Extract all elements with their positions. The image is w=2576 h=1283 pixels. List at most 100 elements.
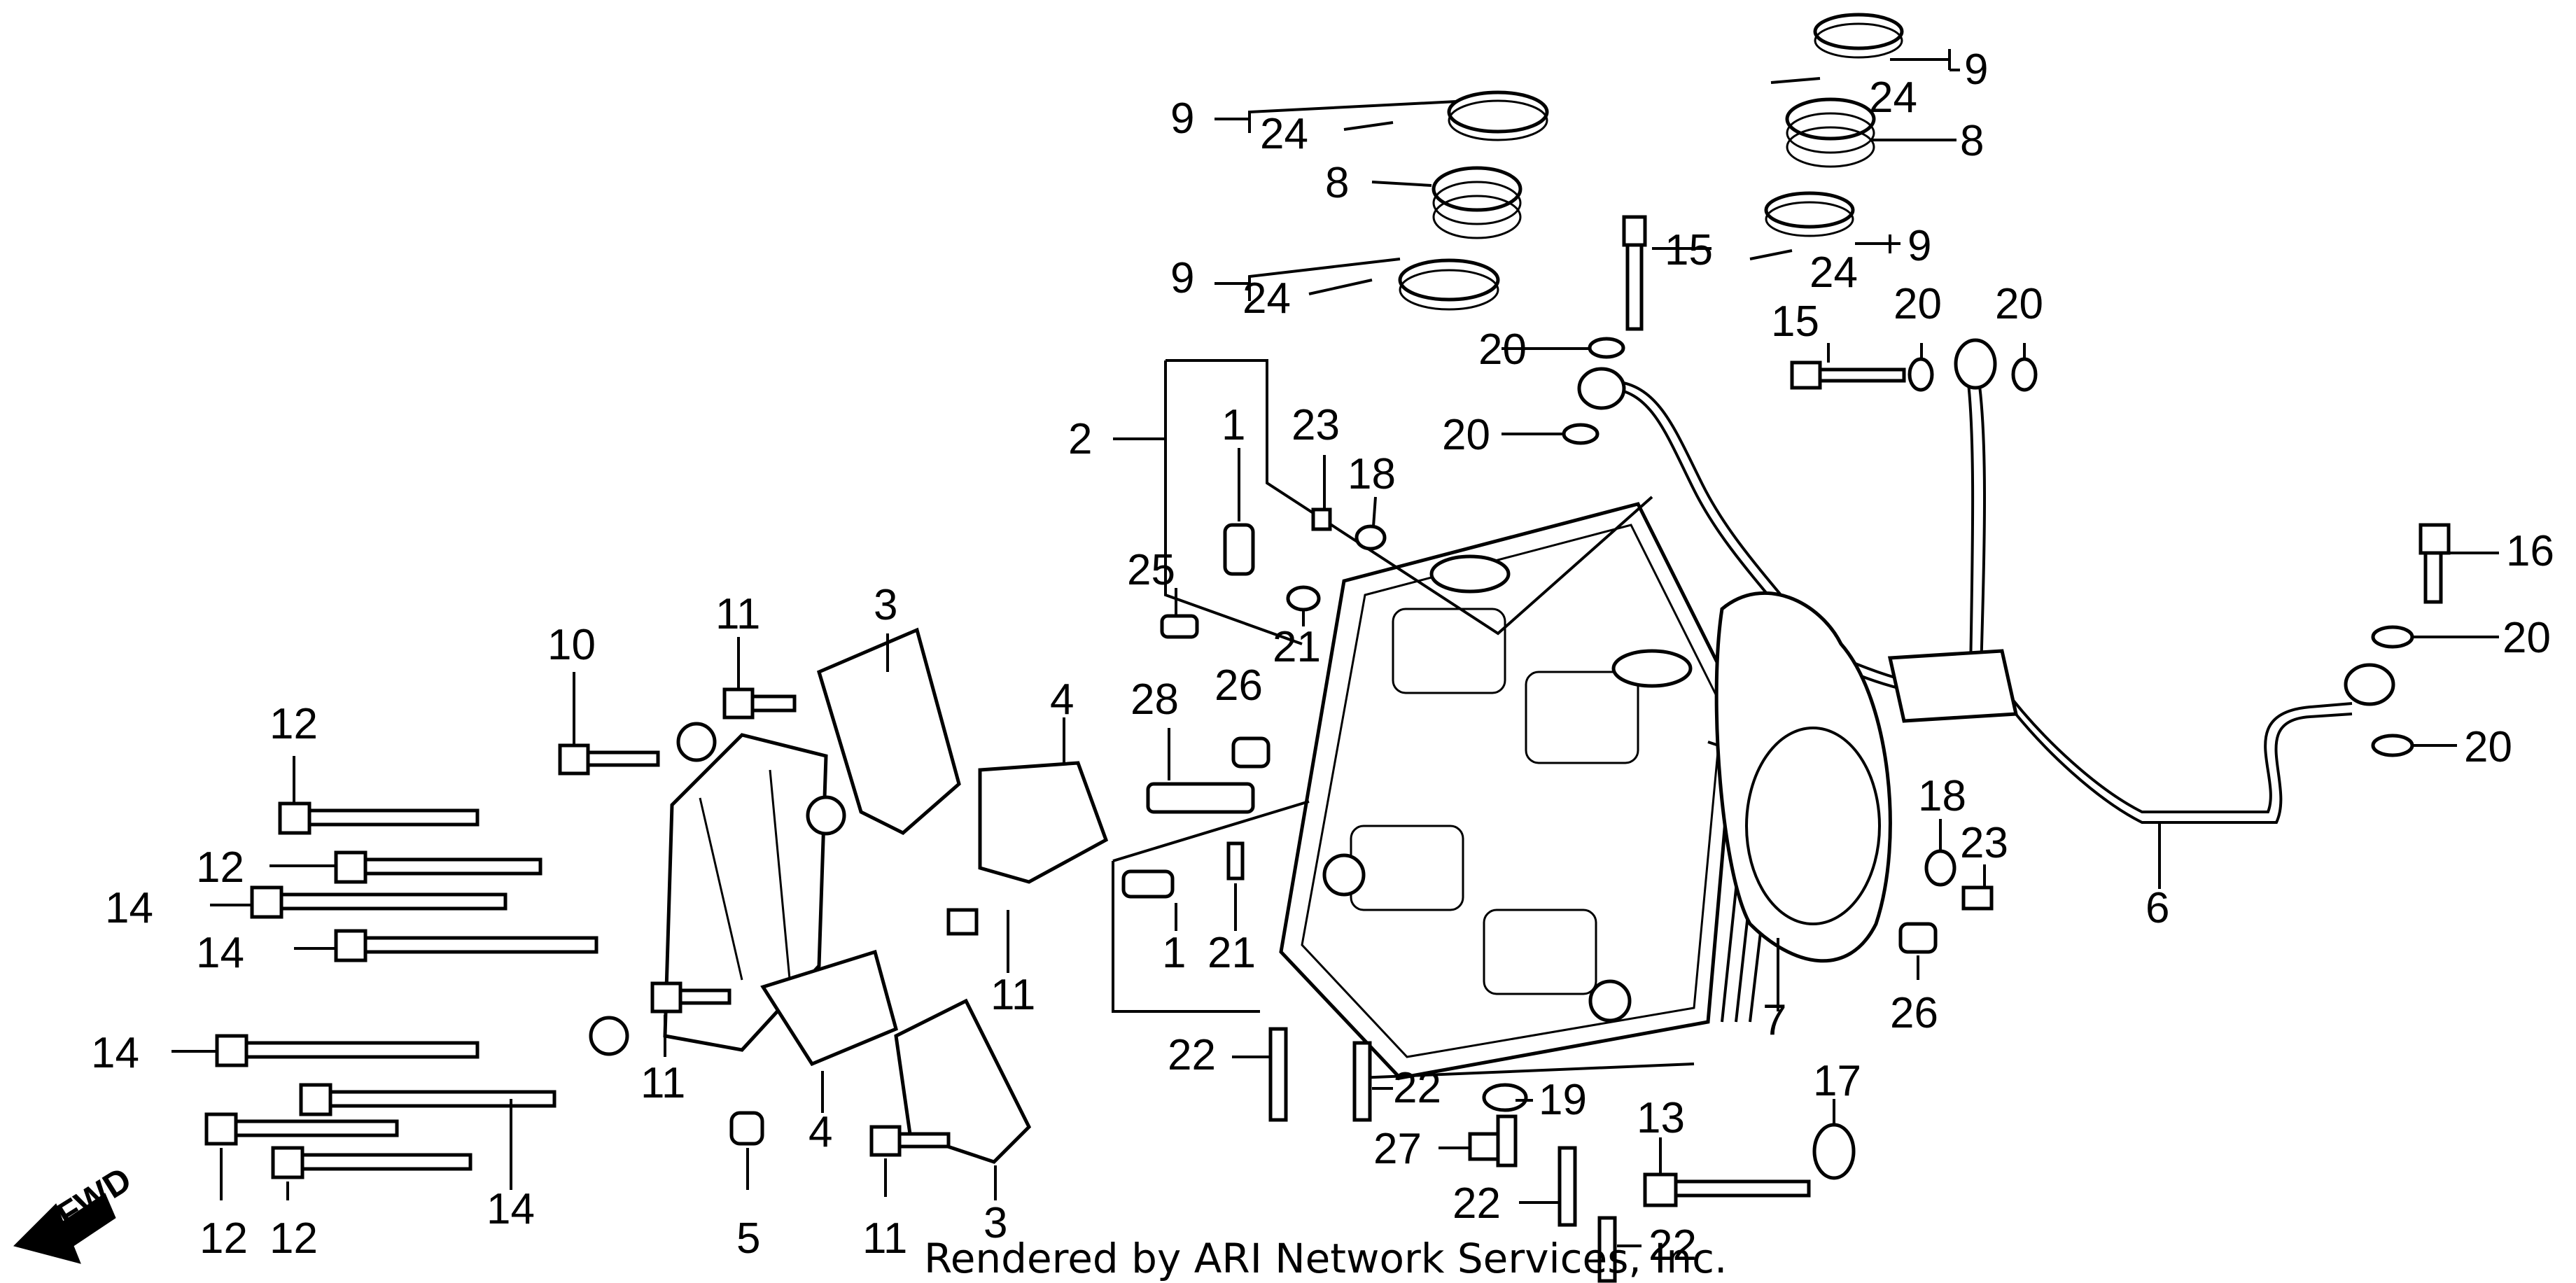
washer-20-f bbox=[2371, 734, 2414, 757]
callout-14: 14 bbox=[105, 884, 153, 932]
callout-12: 12 bbox=[270, 700, 318, 748]
stud-22-b bbox=[1352, 1041, 1372, 1122]
callout-28: 28 bbox=[1130, 675, 1179, 724]
callout-20: 20 bbox=[1893, 280, 1942, 328]
seal-21-lower bbox=[1226, 841, 1245, 881]
callout-15: 15 bbox=[1771, 297, 1819, 346]
bolt-14-a bbox=[250, 885, 284, 919]
bolt-12-b bbox=[334, 850, 368, 884]
callout-14: 14 bbox=[196, 929, 244, 977]
band-clamp-9-mid-right bbox=[1764, 191, 1855, 229]
seal-21-upper bbox=[1286, 585, 1321, 612]
callout-15: 15 bbox=[1665, 226, 1713, 274]
cylinder-head bbox=[1279, 502, 1892, 1080]
bolt-12-a bbox=[278, 801, 312, 835]
callout-14: 14 bbox=[91, 1029, 139, 1077]
callout-24: 24 bbox=[1242, 274, 1291, 323]
bolt-13 bbox=[1643, 1172, 1678, 1207]
callout-25: 25 bbox=[1127, 546, 1175, 594]
bolt-16 bbox=[2418, 523, 2451, 555]
washer-20-e bbox=[2371, 625, 2414, 649]
valve-1-lower bbox=[1121, 869, 1175, 899]
callout-6: 6 bbox=[2146, 884, 2169, 932]
callout-4: 4 bbox=[808, 1108, 832, 1156]
callout-9: 9 bbox=[1170, 94, 1194, 143]
callout-5: 5 bbox=[736, 1214, 760, 1263]
callout-3: 3 bbox=[983, 1199, 1007, 1247]
washer-20-c bbox=[1907, 357, 1934, 392]
banjo-fitting-end bbox=[2344, 663, 2395, 706]
banjo-fitting-left bbox=[1577, 367, 1626, 410]
band-clamp-9-lower-left bbox=[1398, 258, 1500, 302]
insulator-8-upper-right bbox=[1785, 97, 1876, 141]
upper-left-insulator-group bbox=[1214, 90, 1549, 311]
stud-22-d bbox=[1597, 1216, 1617, 1283]
callout-1: 1 bbox=[1162, 929, 1186, 977]
callout-10: 10 bbox=[547, 621, 596, 669]
callout-24: 24 bbox=[1809, 248, 1858, 297]
stud-22-a bbox=[1268, 1027, 1288, 1122]
callout-9: 9 bbox=[1964, 45, 1988, 94]
callout-23: 23 bbox=[1960, 819, 2008, 867]
callout-11: 11 bbox=[715, 590, 760, 638]
callout-18: 18 bbox=[1348, 450, 1396, 498]
callout-11: 11 bbox=[862, 1214, 907, 1263]
callout-20: 20 bbox=[1478, 325, 1527, 374]
left-side-parts bbox=[558, 627, 1109, 1200]
oil-pipe-assembly bbox=[1502, 215, 2499, 889]
callout-4: 4 bbox=[1050, 675, 1074, 724]
fwd-indicator: FWD bbox=[13, 1160, 138, 1264]
callout-22: 22 bbox=[1168, 1031, 1216, 1079]
callout-12: 12 bbox=[196, 843, 244, 892]
fwd-arrow-icon bbox=[13, 1193, 116, 1264]
long-bolts bbox=[172, 756, 598, 1200]
callout-9: 9 bbox=[1907, 222, 1931, 270]
callout-23: 23 bbox=[1292, 401, 1340, 449]
callout-22: 22 bbox=[1648, 1221, 1697, 1270]
dowel-26-upper bbox=[1231, 736, 1270, 769]
callout-17: 17 bbox=[1813, 1057, 1861, 1105]
callout-8: 8 bbox=[1960, 117, 1984, 165]
callout-labels: 9 24 8 9 24 9 24 8 9 24 15 15 20 20 20 2… bbox=[91, 45, 2554, 1270]
band-clamp-9-upper-right bbox=[1813, 13, 1904, 50]
cam-holder-3-upper bbox=[816, 627, 961, 835]
callout-26: 26 bbox=[1214, 661, 1263, 710]
bolt-14-b bbox=[334, 929, 368, 962]
callout-2: 2 bbox=[1068, 415, 1092, 463]
dowel-26-lower bbox=[1898, 922, 1938, 954]
callout-1: 1 bbox=[1222, 401, 1245, 449]
bolt-15-horizontal bbox=[1790, 360, 1822, 390]
bolt-23-lower bbox=[1961, 885, 1994, 911]
bolt-27 bbox=[1468, 1132, 1502, 1161]
washer-18-upper bbox=[1354, 524, 1387, 551]
callout-3: 3 bbox=[874, 581, 897, 629]
washer-20-b bbox=[1562, 423, 1600, 445]
head-gasket-7 bbox=[1714, 591, 1892, 963]
bolt-15-vertical bbox=[1622, 215, 1647, 247]
callout-27: 27 bbox=[1373, 1125, 1422, 1173]
small-parts bbox=[1121, 448, 1994, 1283]
callout-20: 20 bbox=[1442, 411, 1490, 459]
callout-12: 12 bbox=[270, 1214, 318, 1263]
pipe-bracket bbox=[1887, 649, 2019, 723]
callout-16: 16 bbox=[2506, 527, 2554, 575]
callout-7: 7 bbox=[1763, 996, 1786, 1044]
bolt-12-d bbox=[271, 1146, 304, 1179]
bolt-11-bottom bbox=[869, 1125, 902, 1157]
bolt-23-upper bbox=[1311, 507, 1332, 531]
banjo-fitting-right bbox=[1954, 338, 1997, 390]
dowel-5 bbox=[729, 1111, 764, 1146]
part-2-bracket bbox=[1113, 359, 1653, 645]
head-lower-bracket-lines bbox=[1112, 800, 1695, 1079]
callout-11: 11 bbox=[990, 971, 1035, 1019]
callout-24: 24 bbox=[1869, 73, 1917, 122]
upper-right-insulator-group bbox=[1749, 13, 1960, 260]
callout-24: 24 bbox=[1260, 110, 1308, 158]
bolt-14-d bbox=[299, 1083, 332, 1116]
washer-19 bbox=[1482, 1083, 1528, 1112]
callout-21: 21 bbox=[1273, 623, 1321, 671]
washer-20-a bbox=[1588, 337, 1625, 359]
callout-12: 12 bbox=[200, 1214, 248, 1263]
callout-13: 13 bbox=[1637, 1094, 1685, 1142]
